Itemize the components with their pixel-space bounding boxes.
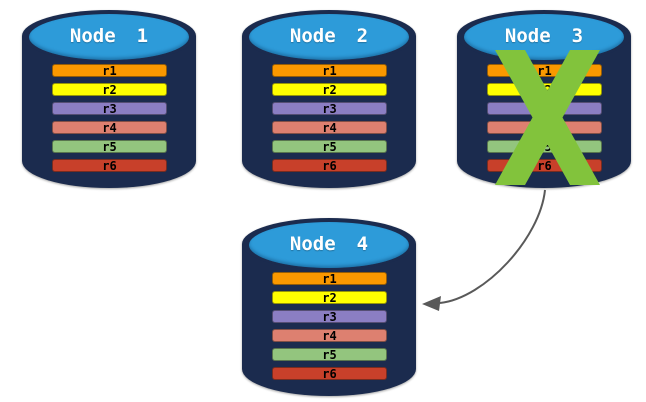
replica-label: r4 xyxy=(102,120,117,135)
replica-bar: r6 xyxy=(272,367,387,380)
replica-list: r1 r2 r3 r4 r5 r6 xyxy=(272,272,387,386)
replica-list: r1 r2 r3 r4 r5 r6 xyxy=(272,64,387,178)
replica-label: r3 xyxy=(322,101,337,116)
replica-bar: r2 xyxy=(487,83,602,96)
replica-label: r2 xyxy=(102,82,117,97)
replica-list: r1 r2 r3 r4 r5 r6 xyxy=(487,64,602,178)
replica-label: r1 xyxy=(102,63,117,78)
replica-label: r2 xyxy=(322,82,337,97)
replica-bar: r5 xyxy=(272,140,387,153)
replica-label: r3 xyxy=(102,101,117,116)
cylinder-top-cap xyxy=(29,14,189,60)
replica-bar: r1 xyxy=(52,64,167,77)
replica-label: r1 xyxy=(537,63,552,78)
replica-bar: r3 xyxy=(52,102,167,115)
cylinder-top-cap xyxy=(249,14,409,60)
replica-bar: r1 xyxy=(487,64,602,77)
replica-bar: r4 xyxy=(272,121,387,134)
replica-label: r2 xyxy=(537,82,552,97)
replica-label: r3 xyxy=(537,101,552,116)
node-title: Node 1 xyxy=(69,25,149,47)
node-cylinder-2: Node 2 r1 r2 r3 r4 r5 r6 xyxy=(242,10,416,188)
cylinder-top-cap xyxy=(249,222,409,268)
node-title: Node 4 xyxy=(289,233,369,255)
replica-label: r4 xyxy=(322,328,337,343)
replica-label: r2 xyxy=(322,290,337,305)
node-title: Node 3 xyxy=(504,25,584,47)
replica-label: r5 xyxy=(322,347,337,362)
replica-bar: r1 xyxy=(272,272,387,285)
replica-label: r4 xyxy=(322,120,337,135)
node-title: Node 2 xyxy=(289,25,369,47)
replica-bar: r2 xyxy=(272,291,387,304)
replica-bar: r3 xyxy=(487,102,602,115)
replica-bar: r3 xyxy=(272,310,387,323)
replica-bar: r5 xyxy=(487,140,602,153)
node-cylinder-3: Node 3 r1 r2 r3 r4 r5 r6 xyxy=(457,10,631,188)
replica-label: r6 xyxy=(102,158,117,173)
replica-bar: r6 xyxy=(272,159,387,172)
replica-bar: r5 xyxy=(52,140,167,153)
replica-bar: r4 xyxy=(272,329,387,342)
replica-label: r5 xyxy=(322,139,337,154)
replica-label: r6 xyxy=(537,158,552,173)
replica-label: r1 xyxy=(322,271,337,286)
replica-bar: r3 xyxy=(272,102,387,115)
node-cylinder-4: Node 4 r1 r2 r3 r4 r5 r6 xyxy=(242,218,416,396)
replica-label: r6 xyxy=(322,158,337,173)
replica-label: r6 xyxy=(322,366,337,381)
replica-label: r1 xyxy=(322,63,337,78)
replica-bar: r6 xyxy=(487,159,602,172)
replica-bar: r5 xyxy=(272,348,387,361)
replica-label: r5 xyxy=(102,139,117,154)
replica-bar: r1 xyxy=(272,64,387,77)
replica-bar: r2 xyxy=(52,83,167,96)
node-cylinder-1: Node 1 r1 r2 r3 r4 r5 r6 xyxy=(22,10,196,188)
replica-label: r5 xyxy=(537,139,552,154)
replica-bar: r2 xyxy=(272,83,387,96)
replica-list: r1 r2 r3 r4 r5 r6 xyxy=(52,64,167,178)
replica-bar: r4 xyxy=(487,121,602,134)
replica-bar: r6 xyxy=(52,159,167,172)
replica-bar: r4 xyxy=(52,121,167,134)
replica-label: r4 xyxy=(537,120,552,135)
replica-label: r3 xyxy=(322,309,337,324)
